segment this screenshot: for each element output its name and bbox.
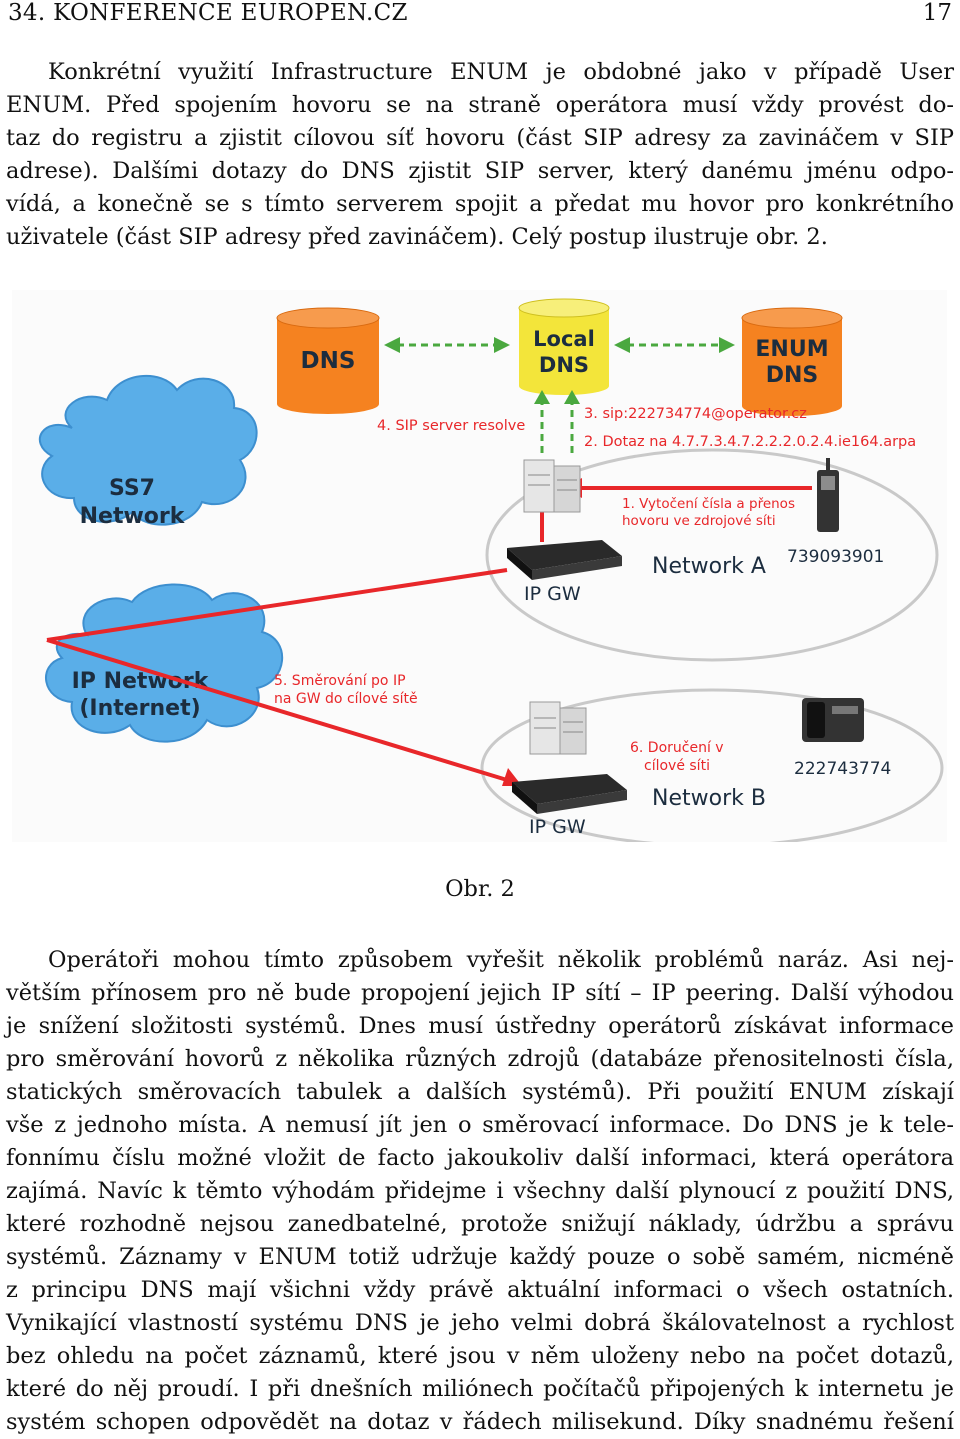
phone-b-number: 222743774: [794, 759, 891, 779]
text-line: pro směrování hovorů z několika různých …: [6, 1046, 954, 1072]
local-dns-label: Local: [533, 327, 595, 351]
dns-query-arrows: [397, 343, 722, 455]
network-a-ellipse: [485, 448, 939, 662]
ipgw-b-label: IP GW: [529, 816, 586, 838]
ss7-label-2: Network: [80, 504, 186, 529]
call-route-arrows: [46, 486, 812, 782]
step5-label-2: na GW do cílové sítě: [274, 691, 418, 707]
ip-network-label-2: (Internet): [79, 696, 200, 721]
sip-server-icon-a: [523, 459, 581, 513]
step4-label: 4. SIP server resolve: [377, 418, 525, 434]
step2-label: 2. Dotaz na 4.7.7.3.4.7.2.2.2.0.2.4.ie16…: [584, 434, 916, 450]
ip-gateway-icon-b: [512, 774, 627, 814]
enum-label: ENUM: [755, 337, 828, 362]
step3-label: 3. sip:222734774@operator.cz: [584, 406, 807, 422]
text-line: z principu DNS mají všichni vždy právě a…: [6, 1277, 954, 1303]
network-a-label: Network A: [652, 554, 766, 579]
step1-label-2: hovoru ve zdrojové síti: [622, 513, 776, 529]
text-line: Operátoři mohou tímto způsobem vyřešit n…: [48, 947, 954, 973]
running-title: 34. KONFERENCE EUROPEN.CZ: [8, 0, 408, 26]
dns-database-icon: DNS: [276, 307, 380, 414]
page-header: 34. KONFERENCE EUROPEN.CZ 17: [8, 0, 952, 30]
text-line: fonnímu číslu možné vložit de facto jako…: [6, 1145, 954, 1171]
text-line: adrese). Dalšími dotazy do DNS zjistit S…: [6, 158, 954, 184]
text-line: které do něj proudí. I při dnešních mili…: [6, 1376, 954, 1402]
mobile-phone-icon: [817, 458, 839, 532]
step1-label: 1. Vytočení čísla a přenos: [622, 496, 795, 512]
step6-label-2: cílové síti: [644, 758, 710, 774]
text-line: taz do registru a zjistit cílovou síť ho…: [6, 125, 954, 151]
paragraph-body: Operátoři mohou tímto způsobem vyřešit n…: [6, 944, 954, 1439]
local-dns-database-icon: Local DNS: [518, 298, 610, 395]
step6-label: 6. Doručení v: [630, 740, 724, 756]
text-line: vše z jednoho místa. A nemusí jít jen o …: [6, 1112, 954, 1138]
local-dns-label-2: DNS: [539, 353, 589, 377]
ipgw-a-label: IP GW: [524, 583, 581, 605]
text-line: větším přínosem pro ně bude propojení je…: [6, 980, 954, 1006]
arrowheads-green: [384, 337, 735, 404]
phone-a-number: 739093901: [787, 547, 884, 567]
desk-phone-icon: [802, 698, 864, 742]
text-line: Vynikající vlastností systému DNS je jeh…: [6, 1310, 954, 1336]
dns-label: DNS: [301, 348, 356, 374]
network-b-label: Network B: [652, 786, 766, 811]
text-line: systémů. Záznamy v ENUM totiž udržuje ka…: [6, 1244, 954, 1270]
page-number: 17: [922, 0, 952, 26]
text-line: systém schopen odpovědět na dotaz v řáde…: [6, 1409, 954, 1435]
text-line: které rozhodně nejsou zanedbatelné, prot…: [6, 1211, 954, 1237]
ss7-label: SS7: [109, 476, 155, 501]
text-line: je snížení složitosti systémů. Dnes musí…: [6, 1013, 954, 1039]
text-line: uživatele (část SIP adresy před zavináče…: [6, 224, 828, 250]
text-line: bez ohledu na počet záznamů, které jsou …: [6, 1343, 954, 1369]
enum-label-2: DNS: [766, 363, 819, 388]
step5-label: 5. Směrování po IP: [274, 673, 406, 689]
sip-server-icon-b: [529, 701, 587, 755]
text-line: Konkrétní využití Infrastructure ENUM je…: [48, 59, 954, 85]
enum-dns-database-icon: ENUM DNS: [741, 307, 843, 416]
text-line: zajímá. Navíc k těmto výhodám přidejme i…: [6, 1178, 954, 1204]
ip-gateway-icon-a: [507, 540, 622, 580]
paragraph-intro: Konkrétní využití Infrastructure ENUM je…: [6, 56, 954, 254]
text-line: statických směrovacích tabulek a dalších…: [6, 1079, 954, 1105]
figure-caption: Obr. 2: [445, 876, 515, 902]
text-line: vídá, a konečně se s tímto serverem spoj…: [6, 191, 954, 217]
ss7-network-cloud: SS7 Network: [39, 374, 258, 529]
text-line: ENUM. Před spojením hovoru se na straně …: [6, 92, 954, 118]
enum-routing-diagram: SS7 Network IP Network (Internet) DNS Lo…: [12, 290, 947, 848]
